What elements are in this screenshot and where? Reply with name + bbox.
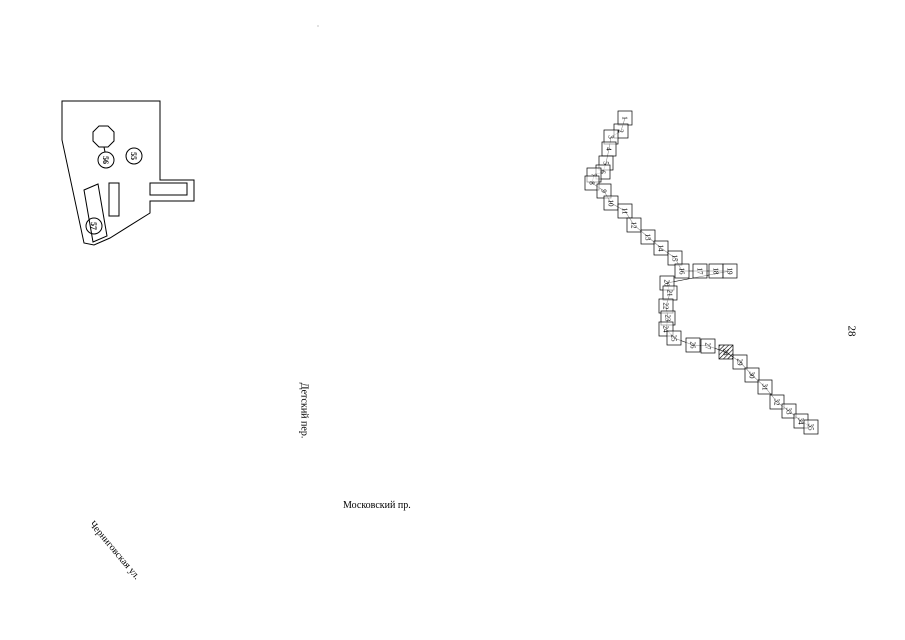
chain-cell-label: 20 xyxy=(663,280,671,288)
chain-cell-label: 14 xyxy=(657,245,665,253)
chain-cell-label: 1 xyxy=(621,116,629,120)
chain-cell-label: 5 xyxy=(602,161,610,165)
chain-cell-label: 23 xyxy=(664,315,672,323)
chain-cell-label: 12 xyxy=(630,222,638,230)
chain-cell-label: 6 xyxy=(599,170,607,174)
chain-cell-label: 21 xyxy=(666,290,674,298)
chain-cell-label: 30 xyxy=(748,372,756,380)
speck xyxy=(317,25,319,27)
chain-cell xyxy=(617,203,633,219)
building-wing-long xyxy=(83,183,108,243)
building-wing-small xyxy=(108,182,120,217)
chain-cell xyxy=(769,394,785,410)
chain-cell-label: 31 xyxy=(761,384,769,392)
chain-cell-label: 9 xyxy=(600,189,608,193)
marker-57-circle xyxy=(85,217,103,235)
chain-cell-label: 26 xyxy=(689,342,697,350)
building-plan xyxy=(61,100,195,246)
chain-cell xyxy=(700,338,716,354)
chain-cell-label: 2 xyxy=(617,129,625,133)
chain-cell xyxy=(692,263,708,279)
page-number: 28 xyxy=(845,325,858,337)
marker-56-label: 56 xyxy=(101,156,110,164)
marker-56-circle xyxy=(97,151,115,169)
chain-cell-label: 13 xyxy=(644,234,652,242)
chain-cell-label: 18 xyxy=(712,268,720,276)
chain-cell-label: 22 xyxy=(662,303,670,311)
chain-cell xyxy=(757,379,773,395)
chain-cell-label: 33 xyxy=(785,408,793,416)
chain-cell xyxy=(674,263,690,279)
chain-cell-label: 17 xyxy=(696,268,704,276)
chain-cell xyxy=(722,263,738,279)
chain-cell xyxy=(603,195,619,211)
chain-cell-label: 32 xyxy=(773,399,781,407)
chain-cell xyxy=(685,337,701,353)
street-label-moskovsky: Московский пр. xyxy=(343,500,411,511)
tower-connector xyxy=(103,146,106,153)
chain-cell-label: 8 xyxy=(588,181,596,185)
chain-cell-label: 27 xyxy=(704,343,712,351)
marker-55-circle xyxy=(125,147,143,165)
chain-cell-label: 34 xyxy=(797,418,805,426)
marker-57-label: 57 xyxy=(89,222,98,230)
chain-cell-label: 10 xyxy=(607,200,615,208)
marker-55-label: 55 xyxy=(129,152,138,160)
octagon-tower xyxy=(92,125,115,148)
chain-cell xyxy=(626,217,642,233)
chain-cell-label: 11 xyxy=(621,208,629,215)
chain-cell-label: 3 xyxy=(607,135,615,139)
chain-cell-label: 28 xyxy=(722,349,730,357)
street-label-detsky: Детский пер. xyxy=(298,382,310,439)
building-annex xyxy=(149,182,188,196)
chain-cell xyxy=(584,175,600,191)
chain-cell-label: 19 xyxy=(726,268,734,276)
chain-cell-label: 7 xyxy=(590,173,598,177)
chain-cell xyxy=(803,419,819,435)
chain-cell-label: 16 xyxy=(678,268,686,276)
chain-cell xyxy=(653,240,669,256)
chain-cell xyxy=(718,344,734,360)
chain-cell xyxy=(744,367,760,383)
chain-cell xyxy=(666,330,682,346)
chain-cell-label: 4 xyxy=(605,147,613,151)
chain-cell-label: 25 xyxy=(670,335,678,343)
chain-cell-label: 24 xyxy=(662,326,670,334)
chain-cell-label: 15 xyxy=(671,255,679,263)
chain-cell xyxy=(732,354,748,370)
chain-cell xyxy=(640,229,656,245)
chain-cell xyxy=(781,403,797,419)
chain-cell-label: 29 xyxy=(736,359,744,367)
building-outline xyxy=(61,100,195,246)
chain-cell-label: 35 xyxy=(807,424,815,432)
